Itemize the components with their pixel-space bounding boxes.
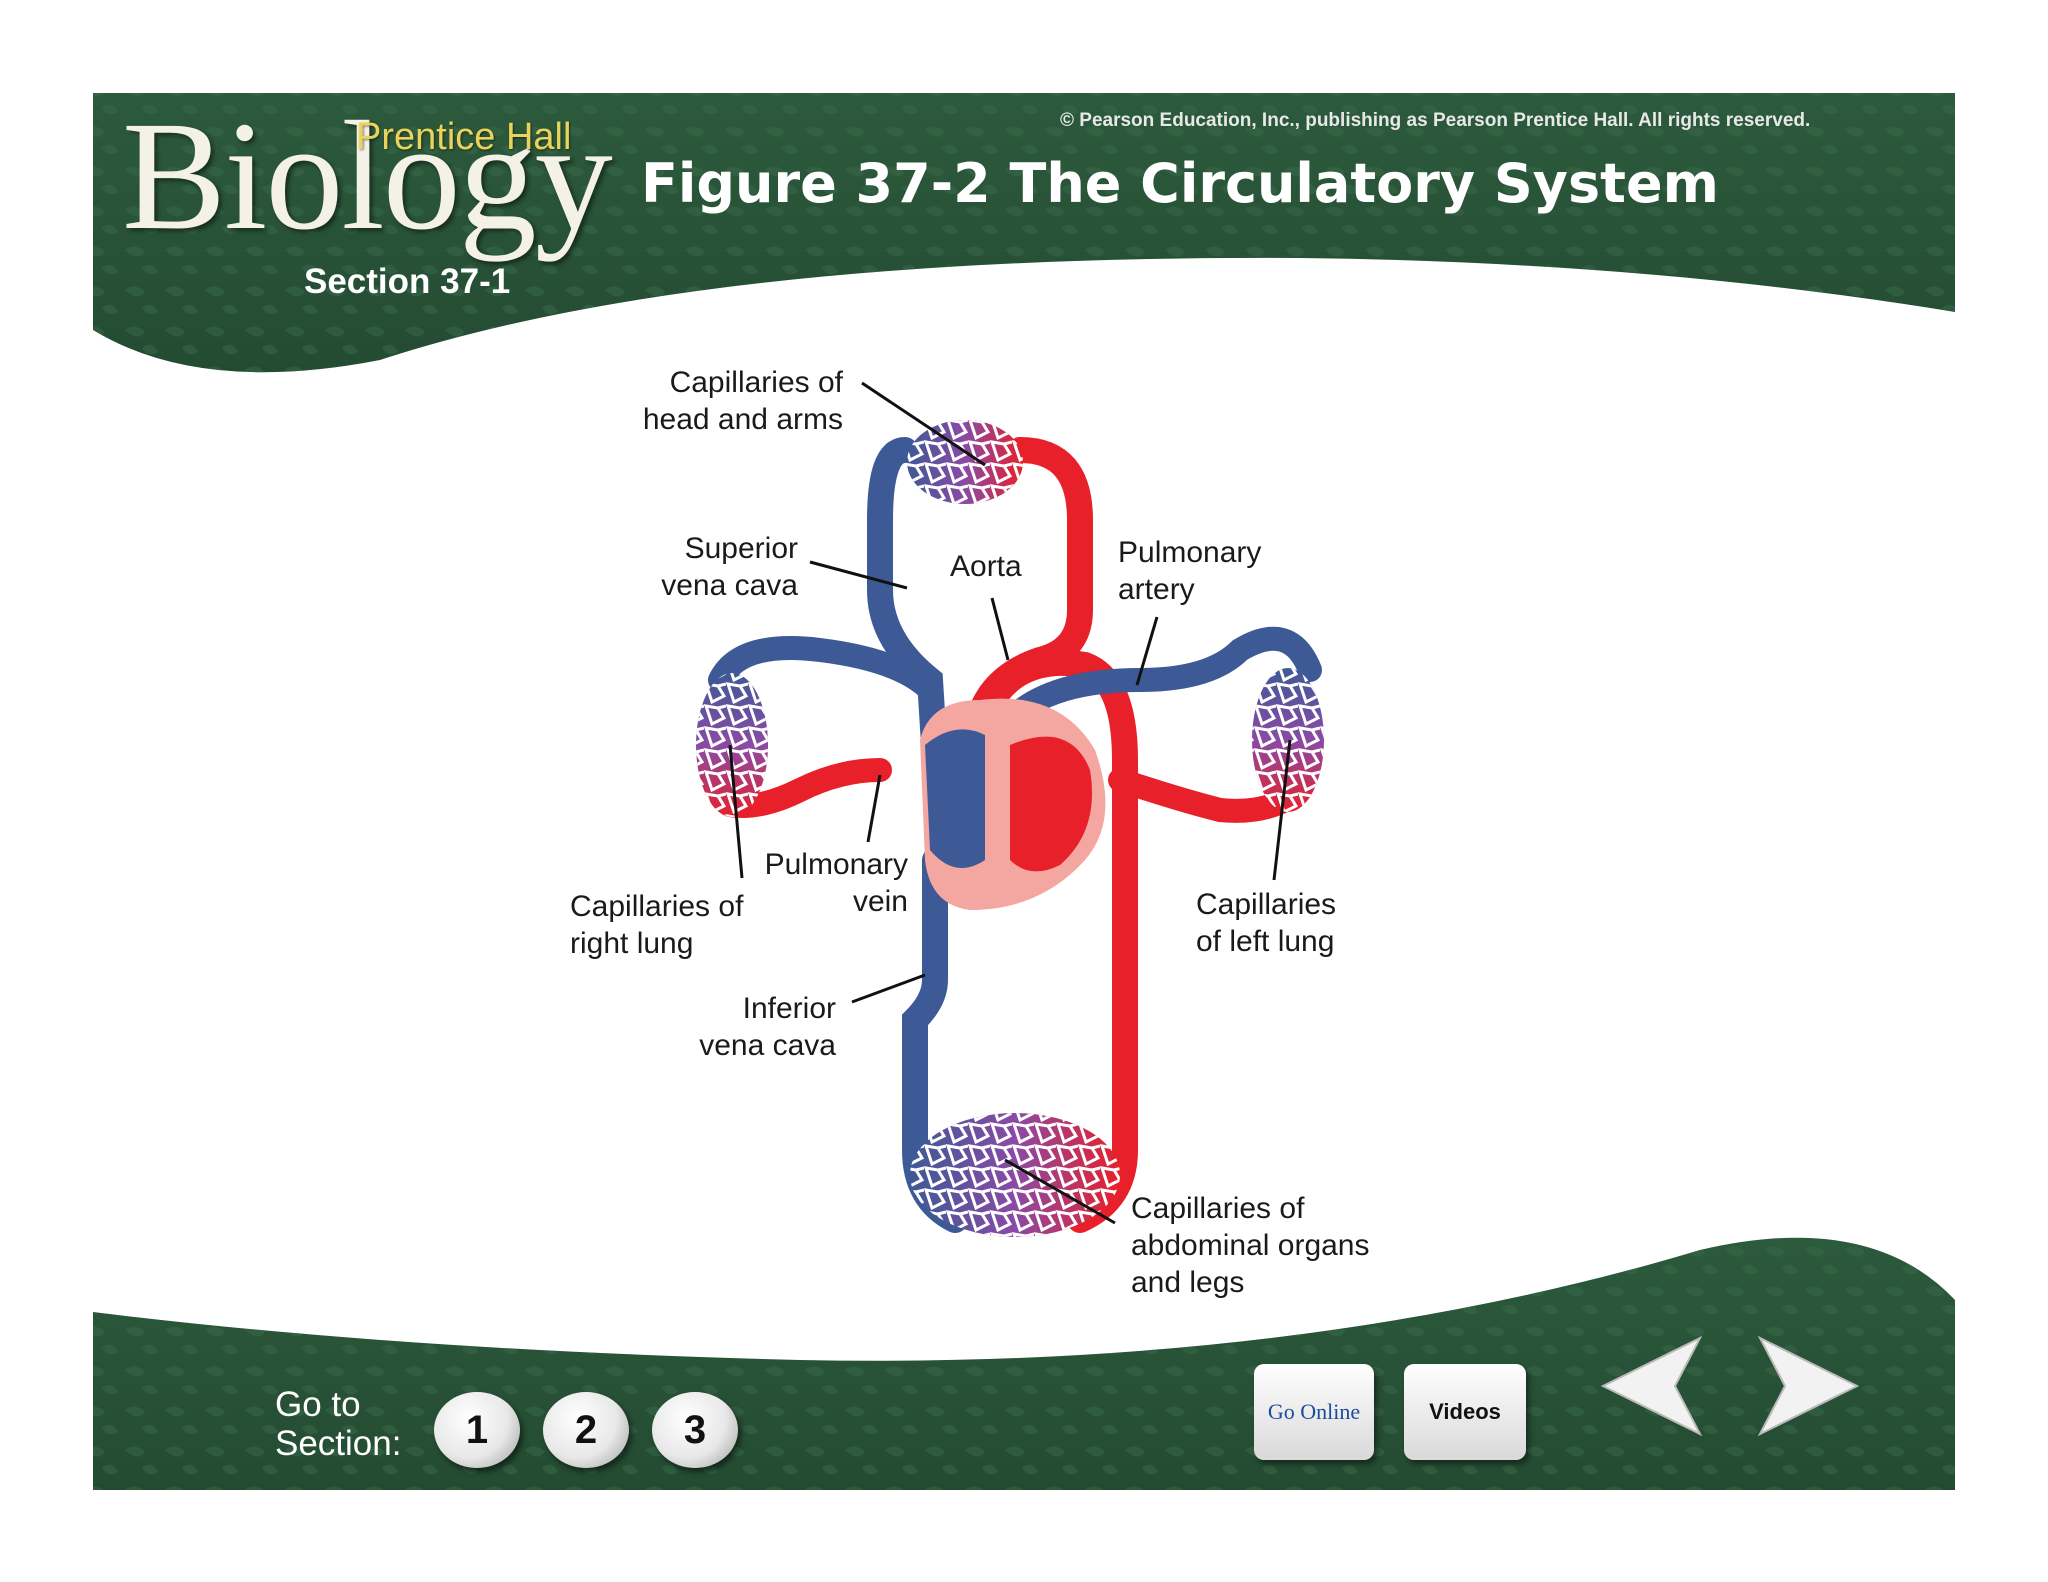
heart-left-side [1010, 736, 1092, 872]
label-line: Capillaries [1196, 888, 1337, 921]
capillaries-left-lung [1252, 668, 1324, 812]
section-button-3[interactable]: 3 [652, 1392, 738, 1468]
videos-button[interactable]: Videos [1404, 1364, 1526, 1460]
capillaries-abdominal-legs [910, 1113, 1120, 1237]
label-pulmonary-artery: Pulmonary artery [1118, 534, 1261, 608]
copyright-notice: © Pearson Education, Inc., publishing as… [1060, 110, 1811, 131]
arrow-right-icon[interactable] [1755, 1330, 1865, 1440]
label-superior-vena-cava: Superior vena cava [661, 530, 798, 604]
label-line: Section: [275, 1424, 402, 1463]
capillaries-right-lung [696, 673, 768, 817]
label-line: artery [1118, 573, 1195, 606]
label-line: right lung [570, 927, 694, 960]
arrow-left-icon[interactable] [1595, 1330, 1705, 1440]
section-label: Section 37-1 [304, 262, 511, 301]
brand-logo-biology: Biology [122, 89, 613, 262]
label-capillaries-abdominal-legs: Capillaries of abdominal organs and legs [1131, 1190, 1370, 1301]
label-line: Capillaries of [570, 890, 744, 923]
heart-right-side [925, 729, 985, 868]
label-line: Pulmonary [764, 848, 908, 881]
vessel-to-right-lung [708, 636, 942, 702]
label-line: head and arms [642, 403, 843, 436]
label-line: of left lung [1196, 925, 1335, 958]
superior-vena-cava-vessel [867, 437, 948, 773]
label-line: abdominal organs [1131, 1229, 1370, 1262]
label-line: and legs [1131, 1266, 1245, 1299]
label-aorta: Aorta [950, 550, 1022, 583]
label-line: vena cava [699, 1029, 836, 1062]
vessel-to-left-lung [998, 626, 1322, 732]
label-capillaries-right-lung: Capillaries of right lung [570, 888, 743, 962]
label-inferior-vena-cava: Inferior vena cava [699, 990, 836, 1064]
brand-logo-prentice-hall: Prentice Hall [356, 116, 572, 158]
label-line: vena cava [661, 569, 798, 602]
section-button-1[interactable]: 1 [434, 1392, 520, 1468]
label-line: Capillaries of [669, 366, 843, 399]
goto-section-label: Go to Section: [275, 1385, 401, 1463]
label-line: Pulmonary [1118, 536, 1262, 569]
label-line: Superior [684, 532, 798, 565]
figure-title: Figure 37-2 The Circulatory System [641, 152, 1719, 215]
label-pulmonary-vein: Pulmonary vein [765, 846, 908, 920]
label-line: Inferior [742, 992, 836, 1025]
capillaries-head-arms [907, 420, 1023, 504]
label-capillaries-head-arms: Capillaries of head and arms [643, 364, 843, 438]
label-capillaries-left-lung: Capillaries of left lung [1196, 886, 1336, 960]
label-line: Capillaries of [1131, 1192, 1305, 1225]
label-line: vein [852, 885, 908, 918]
label-line: Go to [275, 1385, 361, 1424]
section-button-2[interactable]: 2 [543, 1392, 629, 1468]
leader-lines [728, 381, 1292, 1225]
go-online-button[interactable]: Go Online [1254, 1364, 1374, 1460]
